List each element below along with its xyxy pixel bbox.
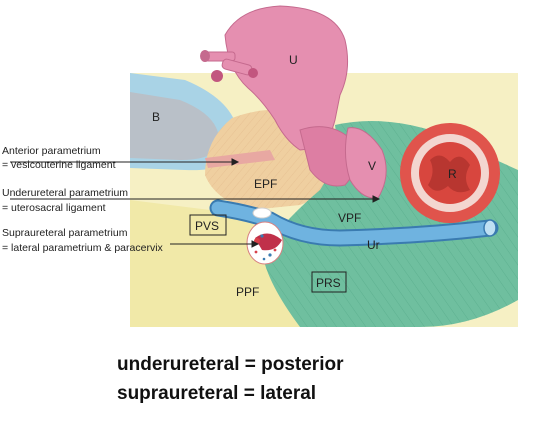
supraureteral-parametrium-title: Supraureteral parametrium bbox=[2, 227, 128, 239]
anterior-ligament-strip bbox=[205, 150, 275, 168]
ureter-fill bbox=[211, 201, 497, 245]
underureteral-parametrium-sub: = uterosacral ligament bbox=[2, 202, 106, 214]
uterine-vessels bbox=[246, 207, 284, 265]
ureter-end bbox=[483, 219, 497, 237]
rectum bbox=[400, 123, 500, 223]
caption-underureteral: underureteral = posterior bbox=[117, 354, 344, 375]
anterior-parametrium-sub: = vesicouterine ligament bbox=[2, 159, 116, 171]
label-prs: PRS bbox=[316, 276, 341, 290]
adnexa-stubs bbox=[200, 50, 258, 82]
label-rectum: R bbox=[448, 167, 457, 181]
annotation-arrows bbox=[10, 158, 381, 248]
supraureteral-parametrium-sub: = lateral parametrium & paracervix bbox=[2, 242, 164, 254]
label-bladder: B bbox=[152, 110, 160, 124]
underureteral-parametrium-title: Underureteral parametrium bbox=[2, 187, 128, 199]
label-ureter: Ur bbox=[367, 238, 380, 252]
label-epf: EPF bbox=[254, 177, 277, 191]
bladder-inner bbox=[130, 92, 219, 160]
prs-box bbox=[311, 271, 347, 293]
anterior-parametrium-title: Anterior parametrium bbox=[2, 145, 101, 157]
label-ppf: PPF bbox=[236, 285, 259, 299]
caption-supraureteral: supraureteral = lateral bbox=[117, 383, 317, 404]
label-vpf: VPF bbox=[338, 211, 361, 225]
label-uterus: U bbox=[289, 53, 298, 67]
label-vagina: V bbox=[368, 159, 376, 173]
ppf-region bbox=[130, 200, 300, 327]
pvs-box bbox=[189, 214, 227, 236]
label-pvs: PVS bbox=[195, 219, 219, 233]
